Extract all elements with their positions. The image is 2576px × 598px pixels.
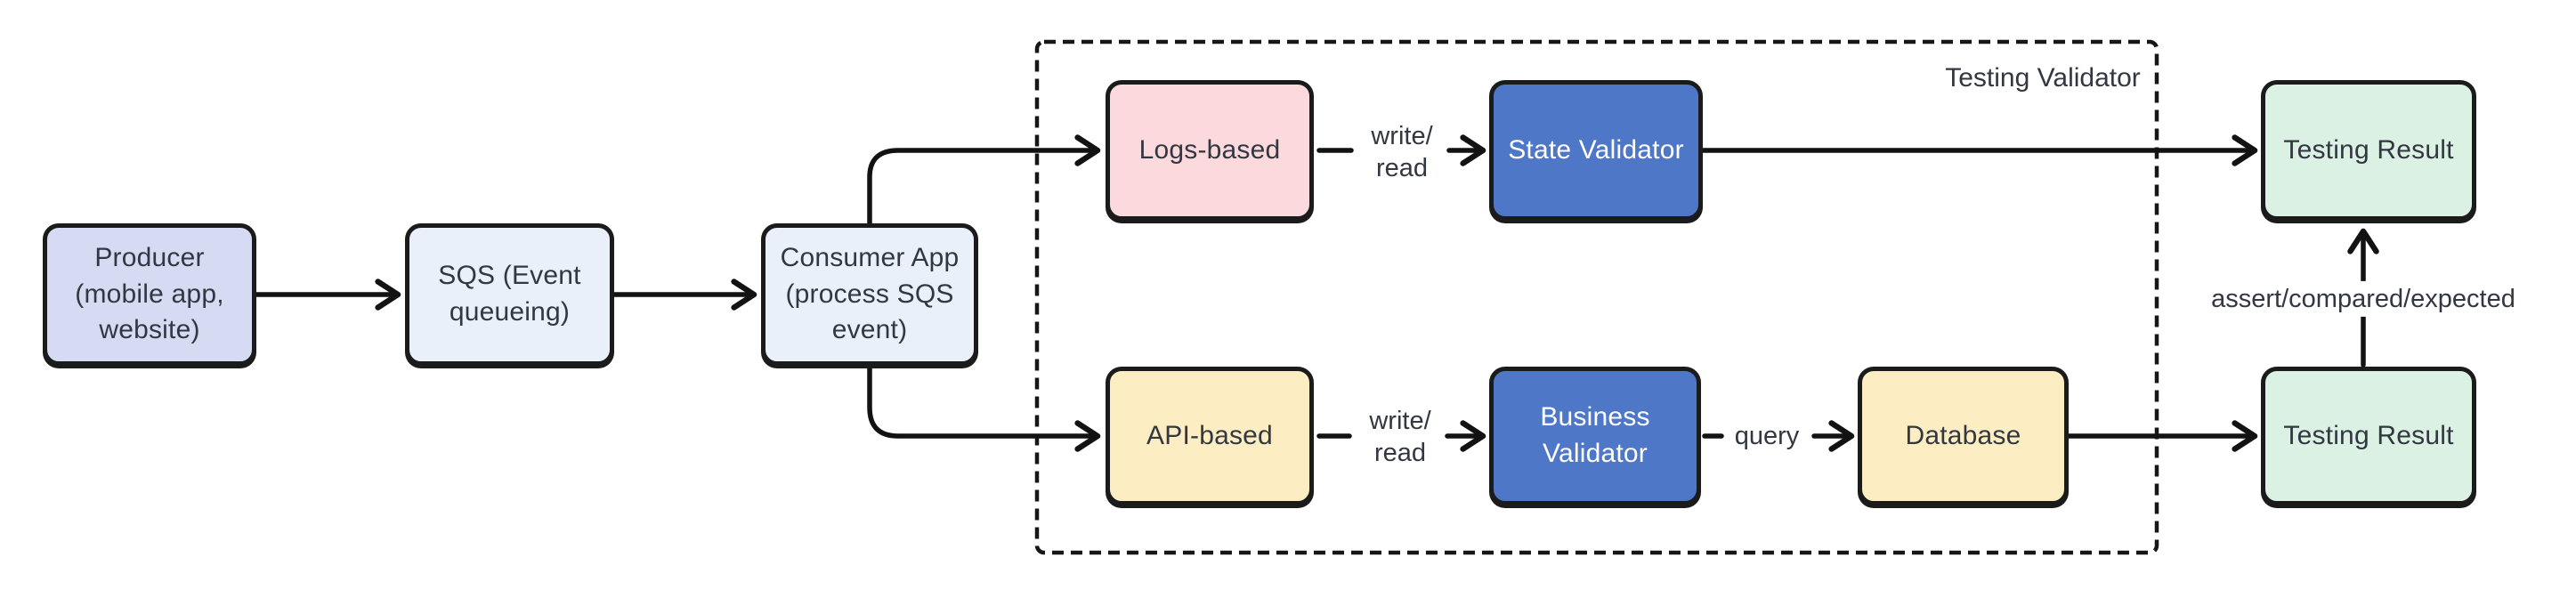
node-state-validator-label: State Validator — [1508, 134, 1684, 165]
node-testing-result-top: Testing Result — [2261, 80, 2476, 221]
node-logs-based-label: Logs-based — [1138, 134, 1281, 165]
node-api-based: API-based — [1106, 367, 1314, 505]
testing-validator-boundary — [1034, 39, 2159, 555]
node-consumer-app-label: Consumer App (process SQS event) — [780, 242, 960, 345]
node-api-based-label: API-based — [1146, 420, 1273, 450]
node-business-validator: Business Validator — [1489, 367, 1701, 505]
edge-label-write-read-bottom: write/ read — [1362, 402, 1438, 472]
node-logs-based: Logs-based — [1106, 80, 1314, 221]
edge-consumer-api — [867, 363, 1101, 452]
node-database-label: Database — [1905, 420, 2021, 450]
node-producer-label: Producer (mobile app, website) — [75, 242, 224, 345]
node-sqs: SQS (Event queueing) — [405, 223, 614, 366]
node-testing-result-bottom-label: Testing Result — [2283, 420, 2454, 450]
edge-label-query: query — [1727, 417, 1807, 455]
testing-validator-boundary-label: Testing Validator — [1945, 63, 2141, 93]
node-database: Database — [1858, 367, 2069, 505]
edge-label-assert-compared-expected: assert/compared/expected — [2204, 280, 2523, 318]
edge-label-write-read-top: write/ read — [1364, 117, 1440, 187]
node-testing-result-bottom: Testing Result — [2261, 367, 2476, 505]
node-consumer-app: Consumer App (process SQS event) — [761, 223, 978, 366]
node-business-validator-label: Business Validator — [1540, 402, 1650, 468]
node-testing-result-top-label: Testing Result — [2283, 134, 2454, 165]
node-state-validator: State Validator — [1489, 80, 1703, 221]
edge-consumer-logs — [867, 134, 1101, 226]
node-sqs-label: SQS (Event queueing) — [438, 261, 581, 327]
node-producer: Producer (mobile app, website) — [43, 223, 256, 366]
